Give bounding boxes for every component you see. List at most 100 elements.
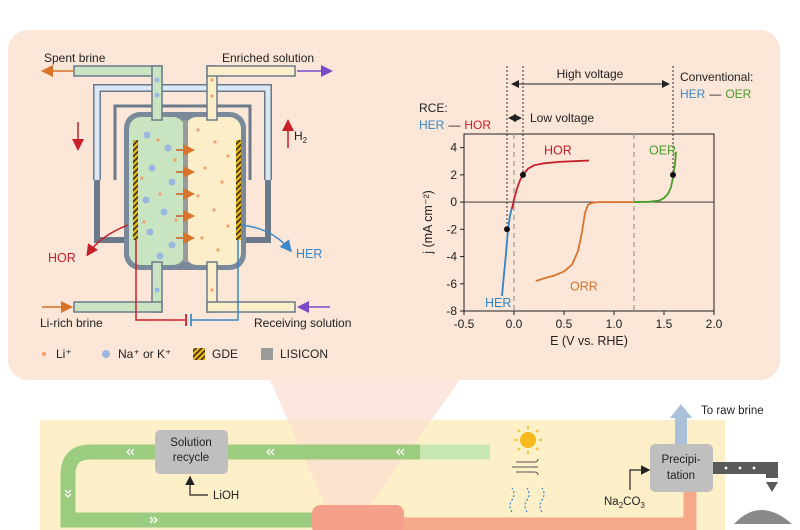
to-raw-brine-label: To raw brine — [701, 405, 764, 417]
legend-gde-label: GDE — [212, 347, 238, 361]
polarization-chart: HER HOR ORR OER -0.5 0.0 0.5 1.0 1.5 2.0 4 2 0 -2 -4… — [419, 66, 753, 348]
series-label-orr: ORR — [570, 280, 598, 294]
raw-brine-arrowhead — [670, 404, 692, 418]
chart-y-ticks: 4 2 0 -2 -4 -6 -8 — [446, 141, 464, 318]
her-label: HER — [296, 247, 322, 261]
wind-icon — [512, 458, 539, 476]
x-tick-label-3: 1.0 — [606, 317, 623, 331]
enriched-pipe — [206, 65, 296, 77]
conventional-reaction-pair: HER—OER — [680, 87, 752, 101]
recycle-loop-pipe — [60, 444, 490, 528]
rce-reaction-pair: HER—HOR — [419, 118, 491, 132]
process-schematic: Solution recycle LiOH Precipi- tation — [40, 380, 792, 530]
hor-arrow — [86, 224, 129, 257]
precipitation-box — [650, 444, 713, 492]
series-line-hor — [511, 159, 590, 210]
rce-label: RCE: — [419, 101, 448, 115]
y-tick-label-1: 2 — [450, 168, 457, 182]
series-label-oer: OER — [649, 143, 676, 157]
y-tick-label-2: 0 — [450, 195, 457, 209]
product-pipe — [404, 480, 697, 530]
legend: Li⁺ Na⁺ or K⁺ GDE LISICON — [41, 347, 328, 361]
evaporation-icon — [509, 487, 545, 513]
chart-x-axis-label: E (V vs. RHE) — [550, 334, 628, 348]
sun-icon — [514, 426, 542, 454]
solution-recycle-line1: Solution — [170, 437, 212, 449]
chart-marker-0 — [504, 226, 510, 233]
li-rich-brine-label: Li-rich brine — [40, 316, 103, 330]
legend-li-label: Li⁺ — [56, 347, 72, 361]
chart-reference-lines — [464, 66, 714, 311]
zoom-cone — [270, 380, 460, 505]
spent-brine-pipe — [73, 65, 163, 77]
chart-plot-frame — [463, 133, 715, 312]
cell-stack — [312, 505, 404, 530]
series-line-oer — [633, 151, 677, 203]
x-tick-label-0: -0.5 — [454, 317, 475, 331]
chart-marker-1 — [520, 171, 526, 178]
y-tick-label-5: -6 — [446, 277, 457, 291]
right-gas-pipe — [246, 180, 271, 243]
legend-gde-swatch — [193, 348, 205, 360]
legend-na-swatch — [102, 350, 110, 358]
solution-recycle-line2: recycle — [173, 452, 209, 464]
feed-chamber — [129, 117, 185, 265]
li-transport-arrows — [176, 144, 195, 244]
chart-markers — [504, 171, 676, 233]
precipitation-line2: tation — [667, 470, 695, 482]
hor-label: HOR — [48, 251, 76, 265]
lioh-label: LiOH — [213, 490, 239, 502]
gde-left — [133, 140, 138, 240]
legend-li-swatch — [41, 351, 47, 357]
chart-y-axis-label: j (mA cm⁻²) — [421, 190, 435, 255]
spent-brine-label: Spent brine — [44, 51, 106, 65]
na2co3-arrow — [629, 465, 651, 490]
na-k-ions — [142, 77, 176, 293]
conventional-label: Conventional: — [680, 70, 753, 84]
receiving-solution-label: Receiving solution — [254, 316, 351, 330]
legend-na-label: Na⁺ or K⁺ — [118, 347, 171, 361]
circuit-anode-wire — [135, 240, 185, 321]
solution-recycle-box — [155, 430, 228, 474]
low-voltage-label: Low voltage — [530, 111, 594, 125]
gde-right — [236, 140, 241, 240]
conveyor-dots — [724, 466, 756, 470]
enriched-solution-label: Enriched solution — [222, 51, 314, 65]
chart-x-ticks: -0.5 0.0 0.5 1.0 1.5 2.0 — [454, 311, 723, 331]
flow-chevrons — [64, 448, 405, 524]
legend-lisicon-swatch — [261, 348, 273, 360]
conveyor-arrowhead — [766, 482, 778, 492]
receiving-pipe — [206, 301, 296, 313]
chart-marker-2 — [670, 171, 676, 178]
series-label-her: HER — [485, 296, 511, 310]
h2-label: H2 — [294, 129, 308, 145]
na2co3-label: Na2CO3 — [604, 496, 645, 510]
cell-diagram: Spent brine Enriched solution H2 HOR HER… — [40, 51, 351, 330]
receiving-chamber — [185, 117, 241, 265]
series-label-hor: HOR — [544, 143, 572, 157]
x-tick-label-2: 0.5 — [556, 317, 573, 331]
her-arrow — [240, 224, 292, 253]
precipitation-line1: Precipi- — [662, 454, 701, 466]
li-brine-pipe — [73, 301, 163, 313]
y-tick-label-4: -4 — [446, 250, 457, 264]
x-tick-label-5: 2.0 — [706, 317, 723, 331]
y-tick-label-6: -8 — [446, 304, 457, 318]
lioh-arrow — [185, 475, 208, 496]
x-tick-label-4: 1.5 — [656, 317, 673, 331]
conveyor — [713, 462, 778, 478]
series-line-orr — [535, 201, 634, 282]
high-voltage-label: High voltage — [557, 67, 624, 81]
li-ions — [140, 78, 230, 292]
legend-lisicon-label: LISICON — [280, 347, 328, 361]
circuit-cathode-wire — [192, 240, 239, 321]
gas-loop-inner — [113, 104, 252, 180]
lisicon-membrane — [183, 120, 188, 262]
y-tick-label-3: -2 — [446, 222, 457, 236]
product-pile — [734, 510, 792, 524]
gas-loop-frame — [94, 85, 271, 180]
y-tick-label-0: 4 — [450, 141, 457, 155]
left-gas-pipe — [94, 180, 124, 243]
x-tick-label-1: 0.0 — [506, 317, 523, 331]
